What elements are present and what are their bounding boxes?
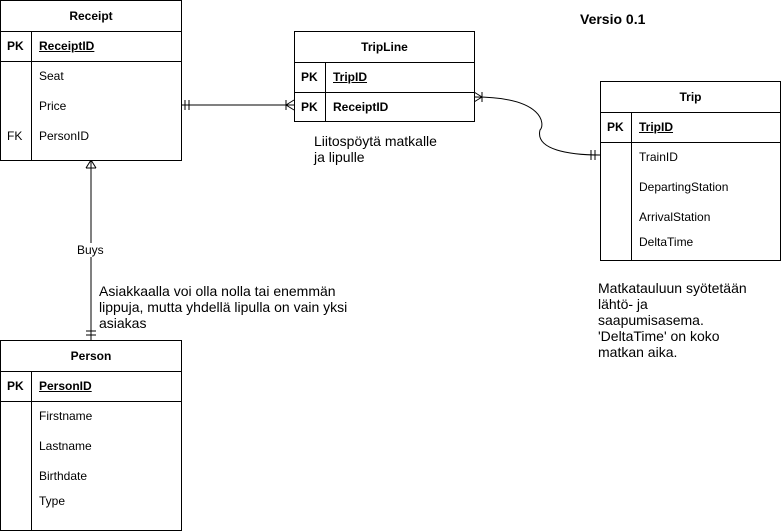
person-pk-label: PK [7, 379, 24, 393]
buys-label: Buys [75, 243, 106, 257]
receipt-pk-field: ReceiptID [39, 39, 95, 53]
trip-pk-field: TripID [639, 120, 674, 134]
person-attr-firstname: Firstname [39, 409, 93, 423]
trip-attr-trainid: TrainID [639, 150, 678, 164]
receipt-tripline-connector [181, 99, 295, 111]
receipt-title: Receipt [1, 1, 181, 32]
person-attr-lastname: Lastname [39, 439, 92, 453]
tripline-pk-label-1: PK [301, 70, 318, 84]
tripline-title: TripLine [295, 32, 474, 63]
tripline-pk-row-1: PK TripID [295, 62, 474, 93]
receipt-attr-personid: PersonID [39, 129, 90, 143]
receipt-pk-row: PK ReceiptID [1, 31, 181, 62]
tripline-pk-label-2: PK [301, 100, 318, 114]
receipt-attr-price: Price [39, 99, 67, 113]
trip-pk-row: PK TripID [601, 112, 780, 143]
person-title: Person [1, 341, 181, 372]
person-attr-type: Type [39, 494, 66, 508]
version-label: Versio 0.1 [580, 11, 646, 27]
tripline-trip-connector [473, 91, 601, 160]
person-note: Asiakkaalla voi olla nolla tai enemmän l… [99, 283, 348, 331]
trip-attr-departingstation: DepartingStation [639, 180, 729, 194]
person-pk-field: PersonID [39, 379, 92, 393]
trip-key-separator [631, 112, 632, 260]
person-pk-row: PK PersonID [1, 371, 181, 402]
tripline-entity[interactable]: TripLine PK TripID PK ReceiptID [294, 31, 475, 122]
tripline-pk-tripid: TripID [333, 70, 368, 84]
receipt-key-separator [31, 31, 32, 160]
tripline-pk-receiptid: ReceiptID [333, 100, 389, 114]
person-entity[interactable]: Person PK PersonID Firstname Lastname Bi… [0, 340, 182, 531]
receipt-attr-seat: Seat [39, 69, 64, 83]
receipt-entity[interactable]: Receipt PK ReceiptID Seat Price FK Perso… [0, 0, 182, 161]
person-key-separator [31, 371, 32, 530]
tripline-key-separator [325, 62, 326, 121]
receipt-pk-label: PK [7, 39, 24, 53]
trip-attr-deltatime: DeltaTime [639, 235, 694, 249]
tripline-note: Liitospöytä matkalle ja lipulle [314, 133, 437, 165]
trip-attr-arrivalstation: ArrivalStation [639, 210, 711, 224]
receipt-fk-label: FK [7, 129, 23, 143]
trip-pk-label: PK [607, 120, 624, 134]
trip-entity[interactable]: Trip PK TripID TrainID DepartingStation … [600, 81, 781, 261]
trip-note: Matkatauluun syötetään lähtö- ja saapumi… [598, 280, 747, 360]
trip-title: Trip [601, 82, 780, 113]
person-attr-birthdate: Birthdate [39, 469, 88, 483]
